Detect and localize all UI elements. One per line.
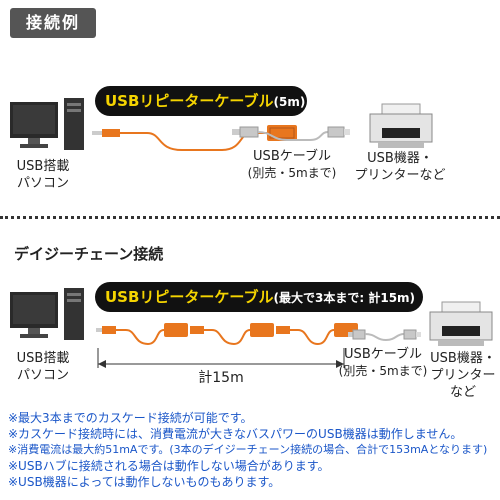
device-label: USB機器・ プリンターなど bbox=[354, 151, 446, 183]
usb-cable-icon bbox=[232, 126, 350, 141]
note-item: ※カスケード接続時には、消費電流が大きなバスパワーのUSB機器は動作しません。 bbox=[8, 427, 463, 441]
section-divider bbox=[0, 216, 500, 219]
note-item: ※消費電流は最大約51mAです。(3本のデイジーチェーン接続の場合、合計で153… bbox=[8, 443, 488, 456]
note-item: ※USBハブに接続される場合は動作しない場合があります。 bbox=[8, 459, 330, 473]
product-title-pill: USBリピーターケーブル(最大で3本まで: 計15m) bbox=[95, 282, 423, 312]
computer-icon bbox=[10, 288, 84, 340]
pc-label: USB搭載 パソコン bbox=[16, 159, 70, 191]
printer-icon bbox=[429, 301, 493, 346]
section-badge: 接続例 bbox=[10, 8, 96, 38]
note-item: ※最大3本までのカスケード接続が可能です。 bbox=[8, 411, 253, 425]
printer-icon bbox=[369, 103, 433, 148]
pc-label: USB搭載 パソコン bbox=[16, 351, 70, 383]
notes-list: ※最大3本までのカスケード接続が可能です。 ※カスケード接続時には、消費電流が大… bbox=[8, 410, 487, 490]
usb-plug-icon bbox=[102, 129, 120, 137]
usb-cable-icon bbox=[348, 329, 421, 342]
device-label: USB機器・ プリンター など bbox=[430, 351, 496, 400]
product-title-pill: USBリピーターケーブル(5m) bbox=[95, 86, 307, 116]
note-item: ※USB機器によっては動作しないものもあります。 bbox=[8, 475, 281, 489]
usb-cable-label: USBケーブル (別売・5mまで) bbox=[247, 149, 337, 180]
total-length-label: 計15m bbox=[198, 370, 244, 386]
usb-cable-label: USBケーブル (別売・5mまで) bbox=[338, 347, 428, 378]
total-length-dimension bbox=[97, 348, 345, 368]
computer-icon bbox=[10, 98, 84, 150]
daisy-chain-title: デイジーチェーン接続 bbox=[14, 245, 164, 263]
daisy-chain-cables-diagram bbox=[96, 323, 358, 346]
